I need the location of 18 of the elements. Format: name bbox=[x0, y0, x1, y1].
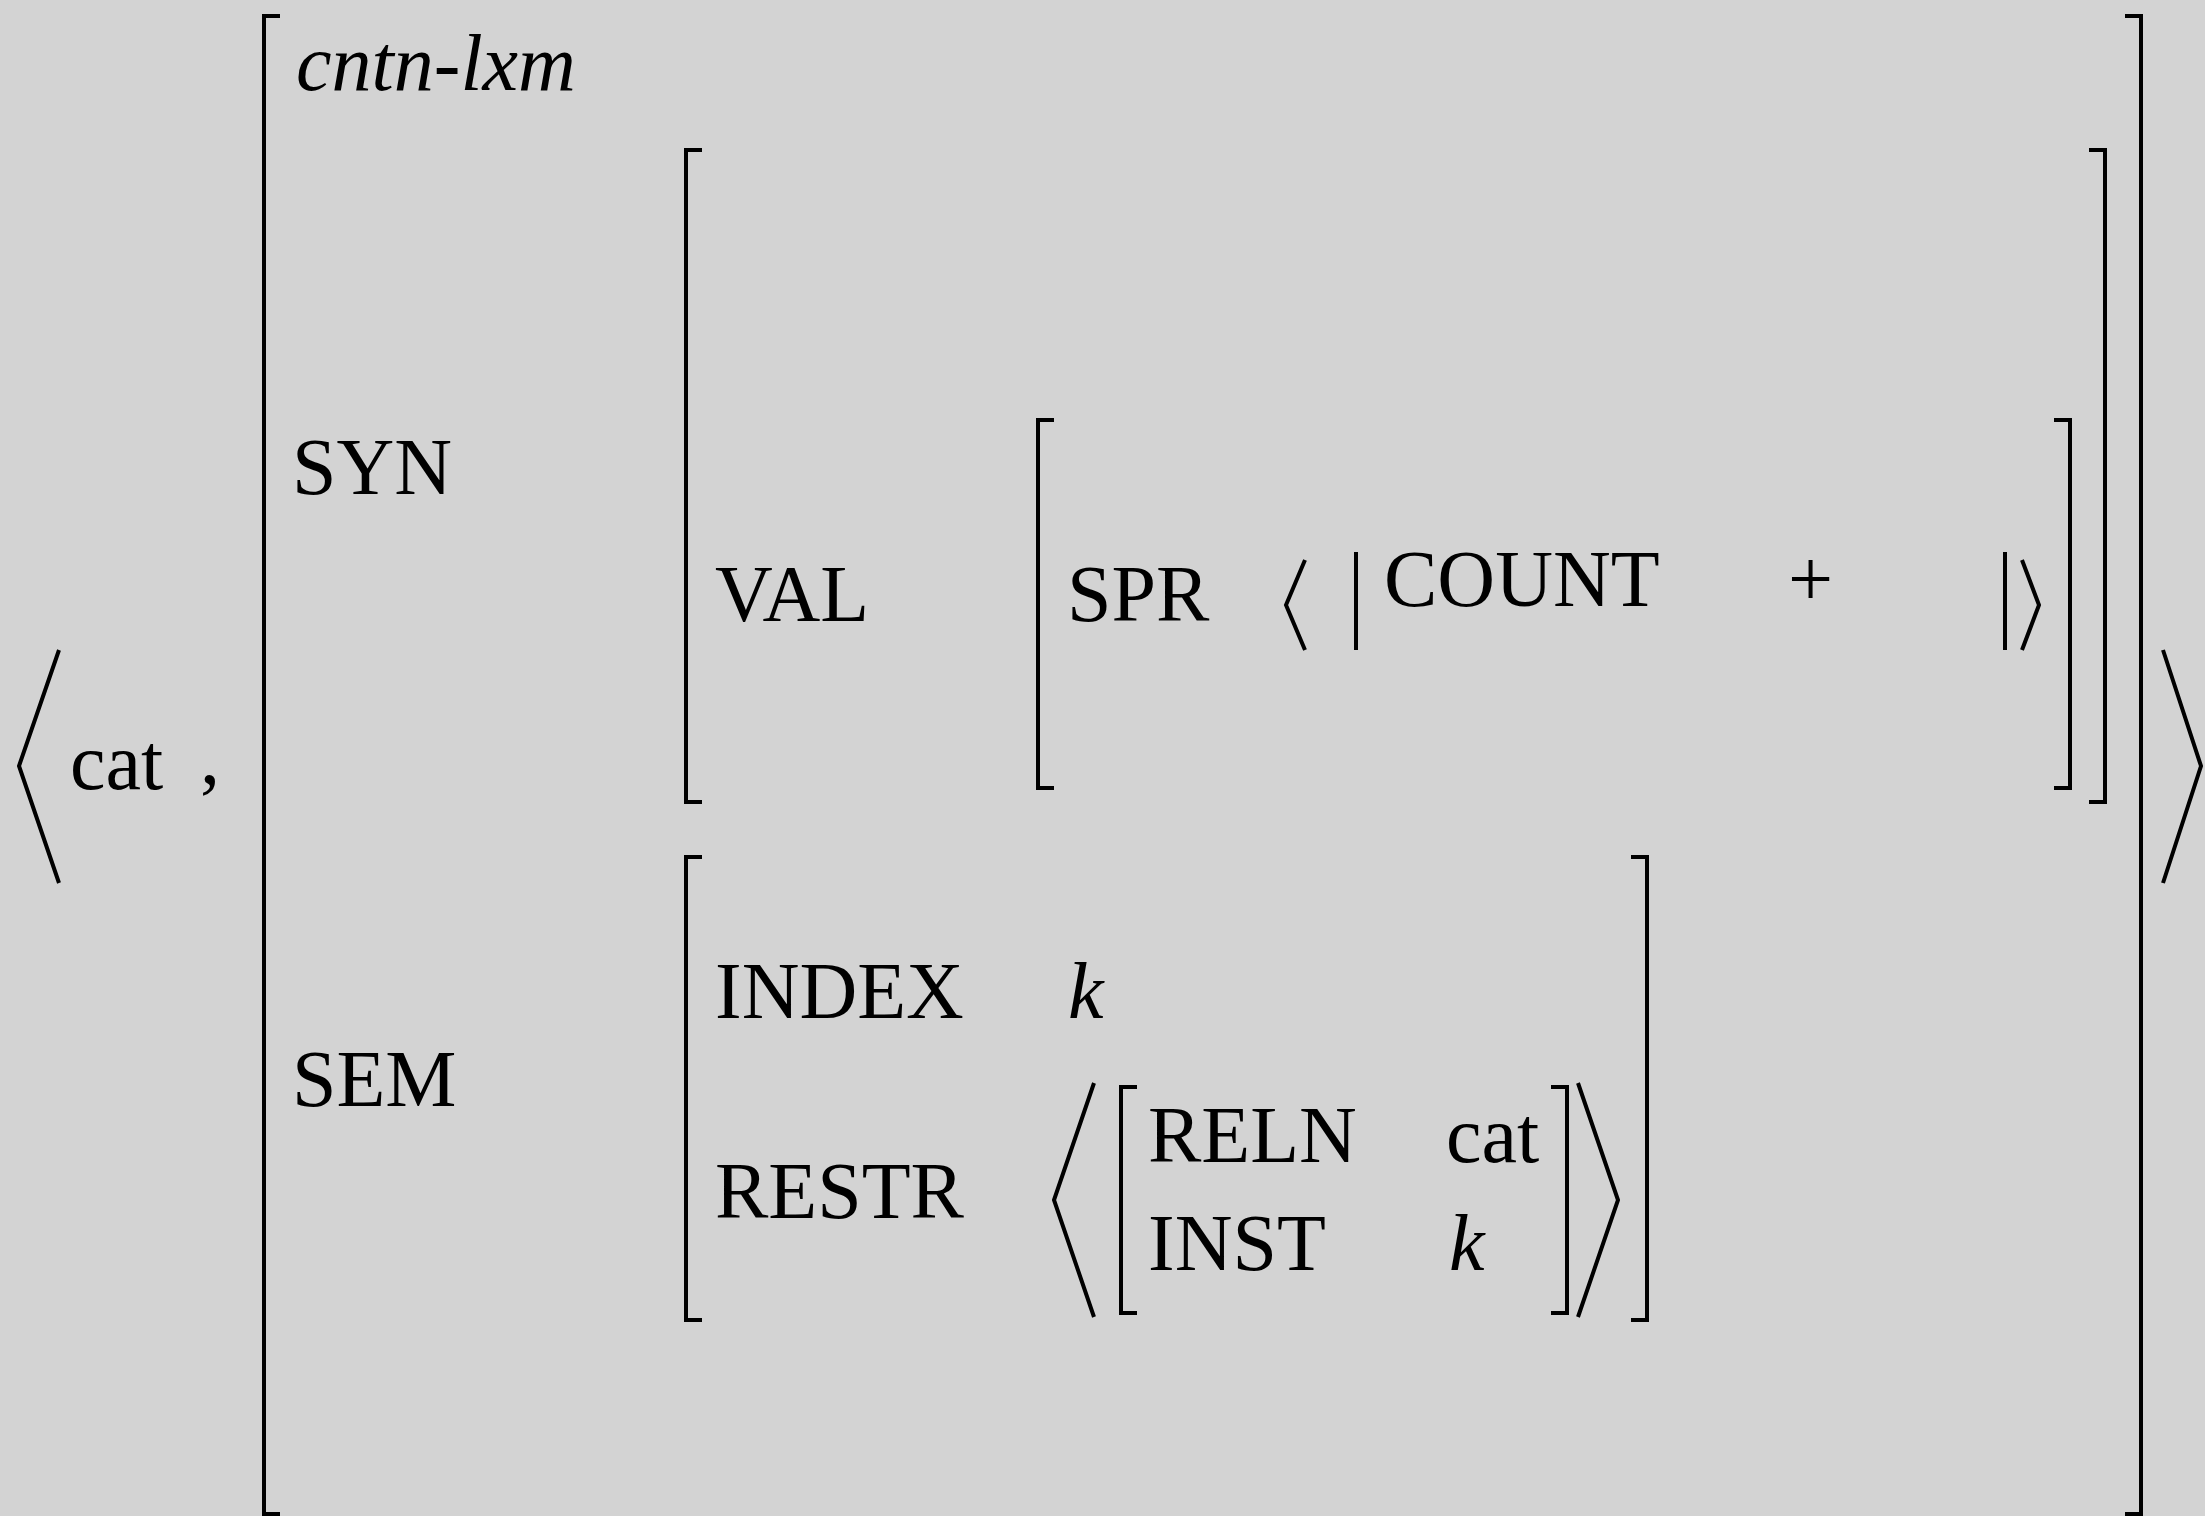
feature-label: INST bbox=[1148, 1203, 1326, 1283]
attribute-value-matrix bbox=[262, 14, 2143, 1516]
text-label: cat bbox=[70, 722, 164, 802]
feature-label: cat bbox=[1446, 1095, 1540, 1175]
feature-label: cntn-lxm bbox=[296, 23, 576, 103]
feature-label: VAL bbox=[715, 554, 870, 634]
feature-label: SPR bbox=[1067, 554, 1210, 634]
feature-label: INDEX bbox=[715, 951, 964, 1031]
feature-label: RELN bbox=[1148, 1095, 1357, 1175]
feature-label: RESTR bbox=[715, 1151, 964, 1231]
feature-label: k bbox=[1449, 1203, 1485, 1283]
feature-label: + bbox=[1788, 539, 1834, 619]
feature-label: COUNT bbox=[1384, 539, 1660, 619]
text-label: , bbox=[200, 716, 220, 796]
feature-structure bbox=[1354, 552, 2007, 650]
feature-label: k bbox=[1068, 951, 1104, 1031]
feature-label: SEM bbox=[292, 1039, 457, 1119]
feature-label: SYN bbox=[292, 427, 453, 507]
